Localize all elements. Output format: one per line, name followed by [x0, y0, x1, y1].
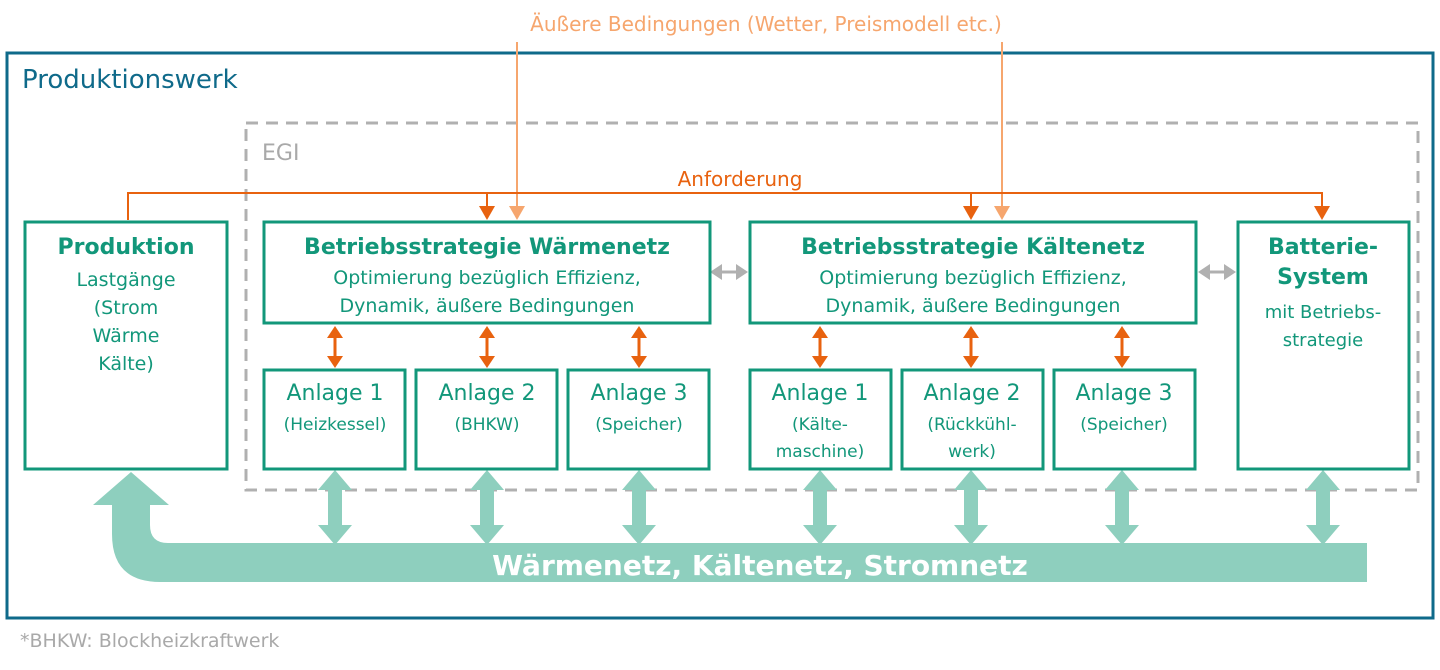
grid-arrow	[93, 472, 1367, 582]
grid-link-arrows	[318, 470, 1340, 545]
request-arrow-heat	[479, 206, 495, 220]
battery-title-2: System	[1277, 265, 1369, 290]
external-arrow-cold	[994, 206, 1010, 220]
production-line-1: Lastgänge	[76, 269, 175, 291]
heat-unit-3-type: (Speicher)	[595, 415, 683, 435]
cold-unit-1-name: Anlage 1	[771, 381, 868, 406]
plant-frame	[5, 51, 1435, 620]
production-line-3: Wärme	[93, 325, 160, 347]
cold-unit-2-type-2: werk)	[948, 442, 996, 462]
heat-unit-3-name: Anlage 3	[590, 381, 687, 406]
request-line	[127, 192, 1323, 220]
cold-unit-1-type-1: (Kälte-	[792, 415, 848, 435]
cold-unit-3-box	[1052, 368, 1197, 471]
production-line-4: Kälte)	[98, 353, 154, 375]
external-arrow-heat	[509, 206, 525, 220]
heat-unit-1-name: Anlage 1	[286, 381, 383, 406]
strategy-cold-title: Betriebsstrategie Kältenetz	[801, 235, 1145, 260]
link-arrow-heat-cold	[710, 264, 748, 280]
heat-unit-2-name: Anlage 2	[438, 381, 535, 406]
heat-unit-1-type: (Heizkessel)	[284, 415, 387, 435]
cold-unit-2-type-1: (Rückkühl-	[927, 415, 1016, 435]
battery-line-1: mit Betriebs-	[1265, 302, 1382, 323]
strategy-heat-line-2: Dynamik, äußere Bedingungen	[340, 295, 635, 317]
footnote: *BHKW: Blockheizkraftwerk	[20, 630, 279, 652]
battery-box	[1236, 220, 1411, 471]
request-arrow-battery	[1314, 206, 1330, 220]
strategy-heat-title: Betriebsstrategie Wärmenetz	[304, 235, 670, 260]
strategy-cold-line-2: Dynamik, äußere Bedingungen	[826, 295, 1121, 317]
production-line-2: (Strom	[94, 297, 158, 319]
heat-unit-3-box	[566, 368, 711, 471]
production-title: Produktion	[58, 235, 195, 260]
cold-unit-3-name: Anlage 3	[1075, 381, 1172, 406]
heat-unit-2-type: (BHKW)	[454, 415, 519, 435]
battery-title-1: Batterie-	[1268, 235, 1378, 260]
external-label: Äußere Bedingungen (Wetter, Preismodell …	[530, 12, 1002, 36]
egi-label: EGI	[262, 141, 299, 166]
cold-unit-2-name: Anlage 2	[923, 381, 1020, 406]
heat-unit-2-box	[414, 368, 559, 471]
link-arrow-cold-battery	[1198, 264, 1236, 280]
grid-label: Wärmenetz, Kältenetz, Stromnetz	[492, 549, 1028, 582]
plant-title: Produktionswerk	[22, 65, 238, 95]
request-arrow-cold	[963, 206, 979, 220]
heat-unit-1-box	[262, 368, 407, 471]
battery-line-2: strategie	[1283, 330, 1364, 351]
cold-unit-1-box	[748, 368, 893, 471]
cold-unit-2-box	[900, 368, 1045, 471]
strategy-unit-arrows	[327, 326, 1130, 368]
cold-unit-1-type-2: maschine)	[776, 442, 865, 462]
production-box	[23, 220, 229, 471]
request-label: Anforderung	[678, 167, 803, 191]
strategy-heat-box	[262, 220, 712, 325]
strategy-cold-line-1: Optimierung bezüglich Effizienz,	[819, 267, 1127, 289]
strategy-cold-box	[748, 220, 1198, 325]
strategy-heat-line-1: Optimierung bezüglich Effizienz,	[333, 267, 641, 289]
cold-unit-3-type: (Speicher)	[1080, 415, 1168, 435]
